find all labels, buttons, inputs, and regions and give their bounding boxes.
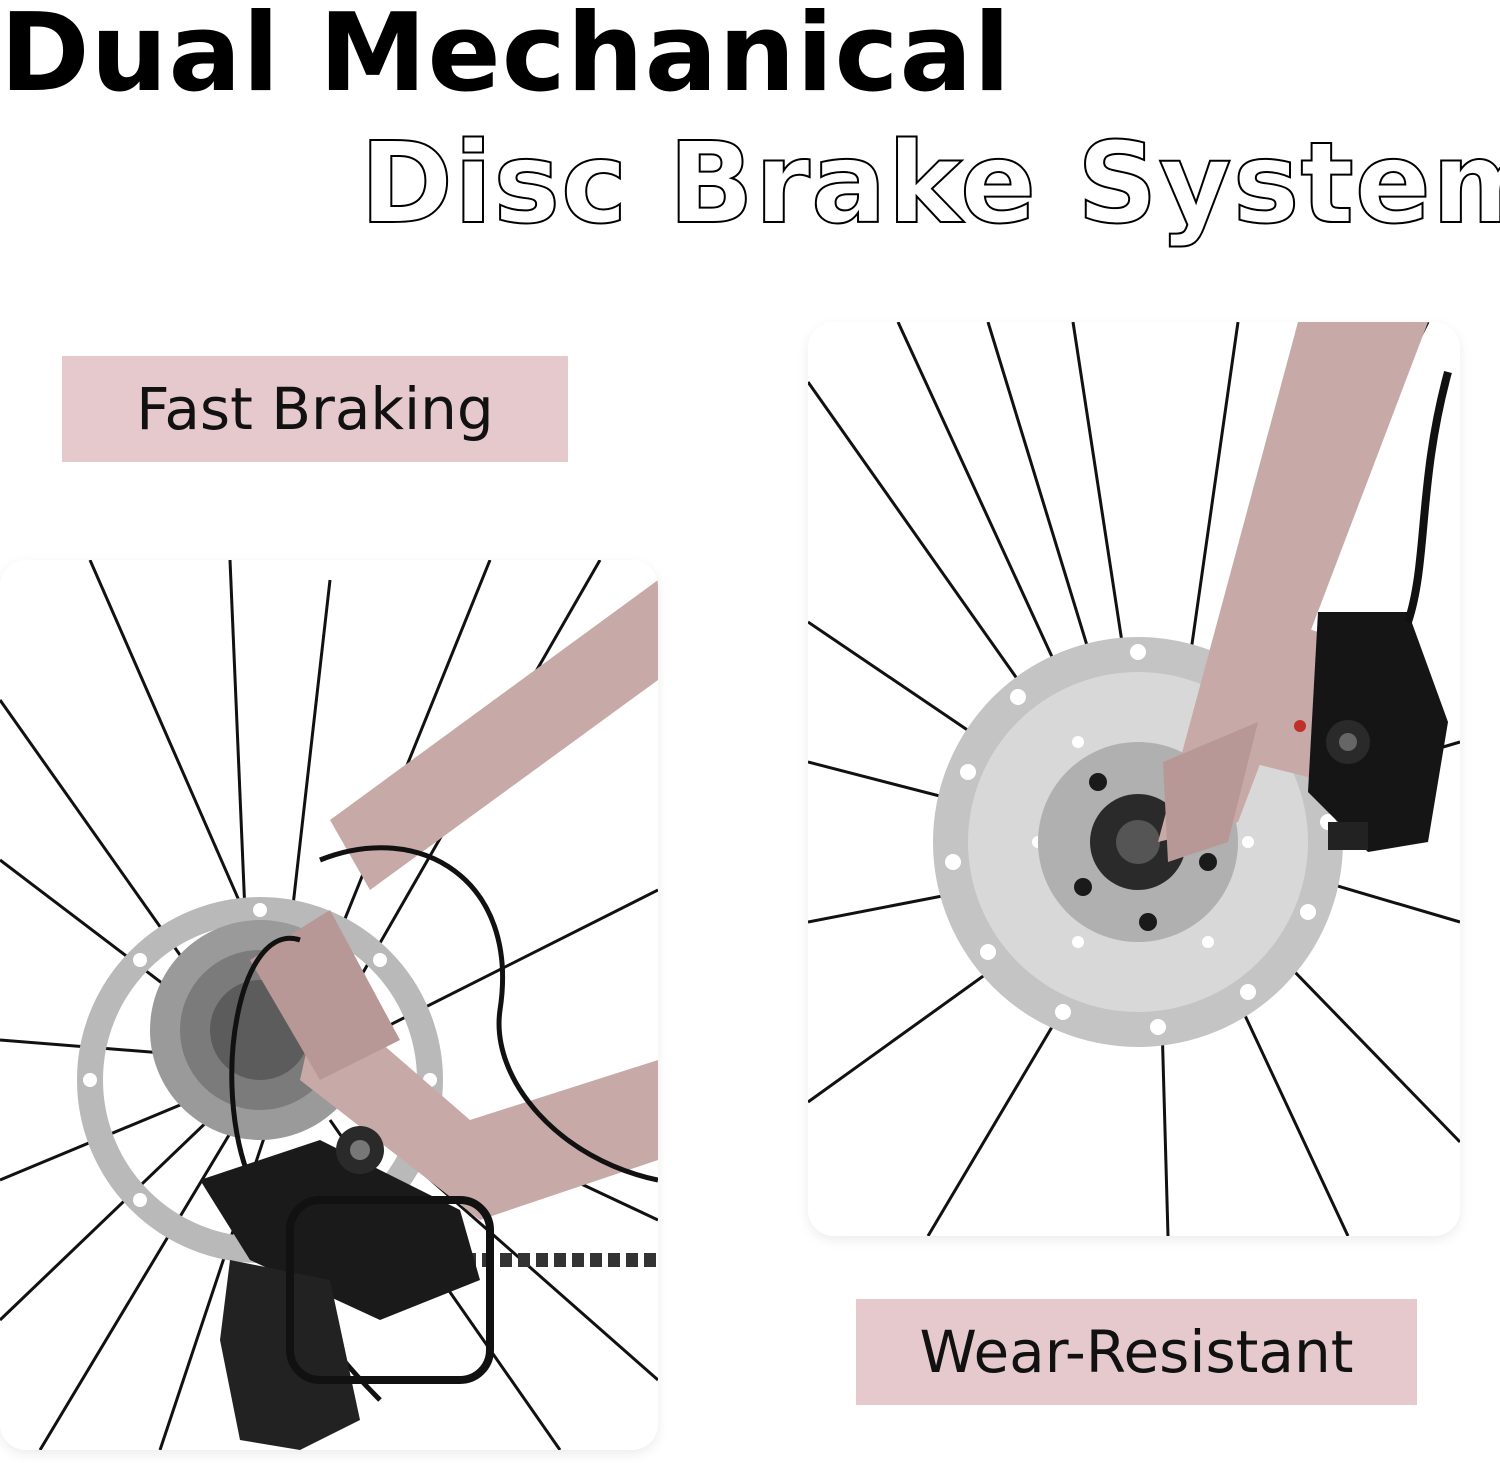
front-wheel-illustration — [808, 322, 1460, 1236]
front-wheel-photo — [808, 322, 1460, 1236]
wear-resistant-text: Wear-Resistant — [919, 1318, 1354, 1386]
rear-wheel-photo — [0, 560, 658, 1450]
title-line-1: Dual Mechanical — [0, 0, 1012, 116]
wear-resistant-label: Wear-Resistant — [856, 1299, 1417, 1405]
rear-wheel-illustration — [0, 560, 658, 1450]
fast-braking-label: Fast Braking — [62, 356, 568, 462]
fast-braking-text: Fast Braking — [136, 375, 494, 443]
title-line-2: Disc Brake System — [359, 119, 1500, 249]
